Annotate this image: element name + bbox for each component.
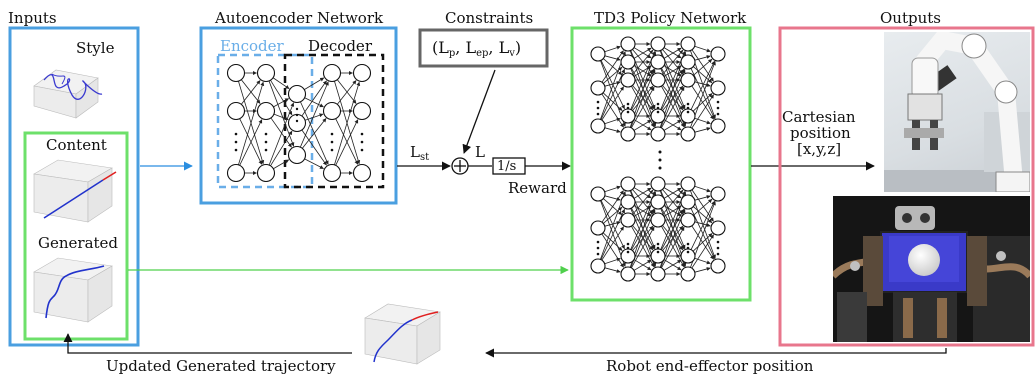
td3-neurons	[590, 36, 726, 282]
neuron-node	[710, 220, 726, 236]
neuron-node	[226, 101, 246, 121]
neuron-node	[650, 54, 666, 70]
lst-label: Lst	[410, 143, 430, 163]
neuron-node	[352, 63, 372, 83]
cartesian-label-line3: [x,y,z]	[797, 140, 842, 158]
outputs-box	[778, 26, 1035, 347]
integrator-label: 1/s	[497, 159, 517, 174]
neuron-node	[650, 72, 666, 88]
neuron-node	[620, 266, 636, 282]
robot-position-label: Robot end-effector position	[606, 357, 814, 375]
autoencoder-neurons	[226, 63, 372, 183]
neuron-node	[680, 36, 696, 52]
neuron-node	[680, 126, 696, 142]
autoencoder-box	[199, 26, 398, 205]
constraints-title: Constraints	[445, 9, 534, 27]
neuron-node	[256, 163, 276, 183]
content-plot	[33, 159, 117, 223]
neuron-node	[680, 194, 696, 210]
constraints-formula: (Lp, Lep, Lv)	[432, 38, 522, 59]
neuron-node	[650, 126, 666, 142]
neuron-node	[650, 212, 666, 228]
style-label: Style	[76, 39, 115, 57]
robot-position-arrow	[485, 348, 947, 358]
neuron-node	[322, 101, 342, 121]
neuron-node	[287, 113, 307, 133]
neuron-node	[322, 63, 342, 83]
neuron-node	[620, 54, 636, 70]
cartesian-label-line2: position	[790, 124, 851, 142]
humanoid-robot-photo	[833, 196, 1030, 342]
neuron-node	[620, 176, 636, 192]
neuron-node	[256, 63, 276, 83]
neuron-node	[226, 163, 246, 183]
neuron-node	[680, 72, 696, 88]
neuron-node	[710, 80, 726, 96]
panda-arm-photo	[884, 32, 1030, 192]
encoder-label: Encoder	[220, 37, 284, 55]
neuron-node	[650, 194, 666, 210]
neuron-node	[680, 266, 696, 282]
neuron-node	[256, 101, 276, 121]
neuron-node	[620, 126, 636, 142]
neuron-node	[680, 212, 696, 228]
neuron-node	[620, 212, 636, 228]
decoder-box	[283, 53, 385, 189]
neuron-node	[590, 258, 606, 274]
content-generated-box	[23, 131, 129, 341]
td3-title: TD3 Policy Network	[594, 9, 747, 27]
neuron-node	[287, 145, 307, 165]
autoencoder-title: Autoencoder Network	[215, 9, 384, 27]
content-label: Content	[46, 136, 107, 154]
neuron-node	[352, 163, 372, 183]
neuron-node	[680, 176, 696, 192]
constraints-box	[418, 28, 549, 68]
neuron-node	[590, 186, 606, 202]
inputs-title: Inputs	[8, 9, 57, 27]
encoder-box	[216, 53, 314, 189]
inputs-box	[8, 26, 140, 347]
neuron-node	[650, 266, 666, 282]
neuron-node	[226, 63, 246, 83]
neuron-node	[352, 101, 372, 121]
updated-trajectory-arrow	[63, 333, 352, 354]
outputs-title: Outputs	[880, 9, 941, 27]
reward-label: Reward	[508, 179, 567, 197]
neuron-node	[650, 36, 666, 52]
td3-box	[570, 26, 752, 302]
neuron-node	[620, 194, 636, 210]
updated-trajectory-label: Updated Generated trajectory	[106, 357, 336, 375]
neuron-node	[710, 118, 726, 134]
neuron-node	[710, 258, 726, 274]
cartesian-label-line1: Cartesian	[782, 108, 856, 126]
generated-plot	[33, 257, 113, 323]
neuron-node	[590, 46, 606, 62]
generated-label: Generated	[38, 234, 119, 252]
neuron-node	[590, 220, 606, 236]
decoder-label: Decoder	[308, 37, 372, 55]
neuron-node	[287, 84, 307, 104]
neuron-node	[590, 118, 606, 134]
updated-trajectory-plot	[364, 303, 441, 365]
neuron-node	[590, 80, 606, 96]
neuron-node	[322, 163, 342, 183]
neuron-node	[650, 176, 666, 192]
neuron-node	[710, 46, 726, 62]
constraints-arrow	[462, 69, 496, 154]
neuron-node	[680, 54, 696, 70]
l-label: L	[475, 143, 485, 161]
neuron-node	[620, 72, 636, 88]
style-plot	[33, 69, 103, 119]
neuron-node	[710, 186, 726, 202]
neuron-node	[620, 36, 636, 52]
